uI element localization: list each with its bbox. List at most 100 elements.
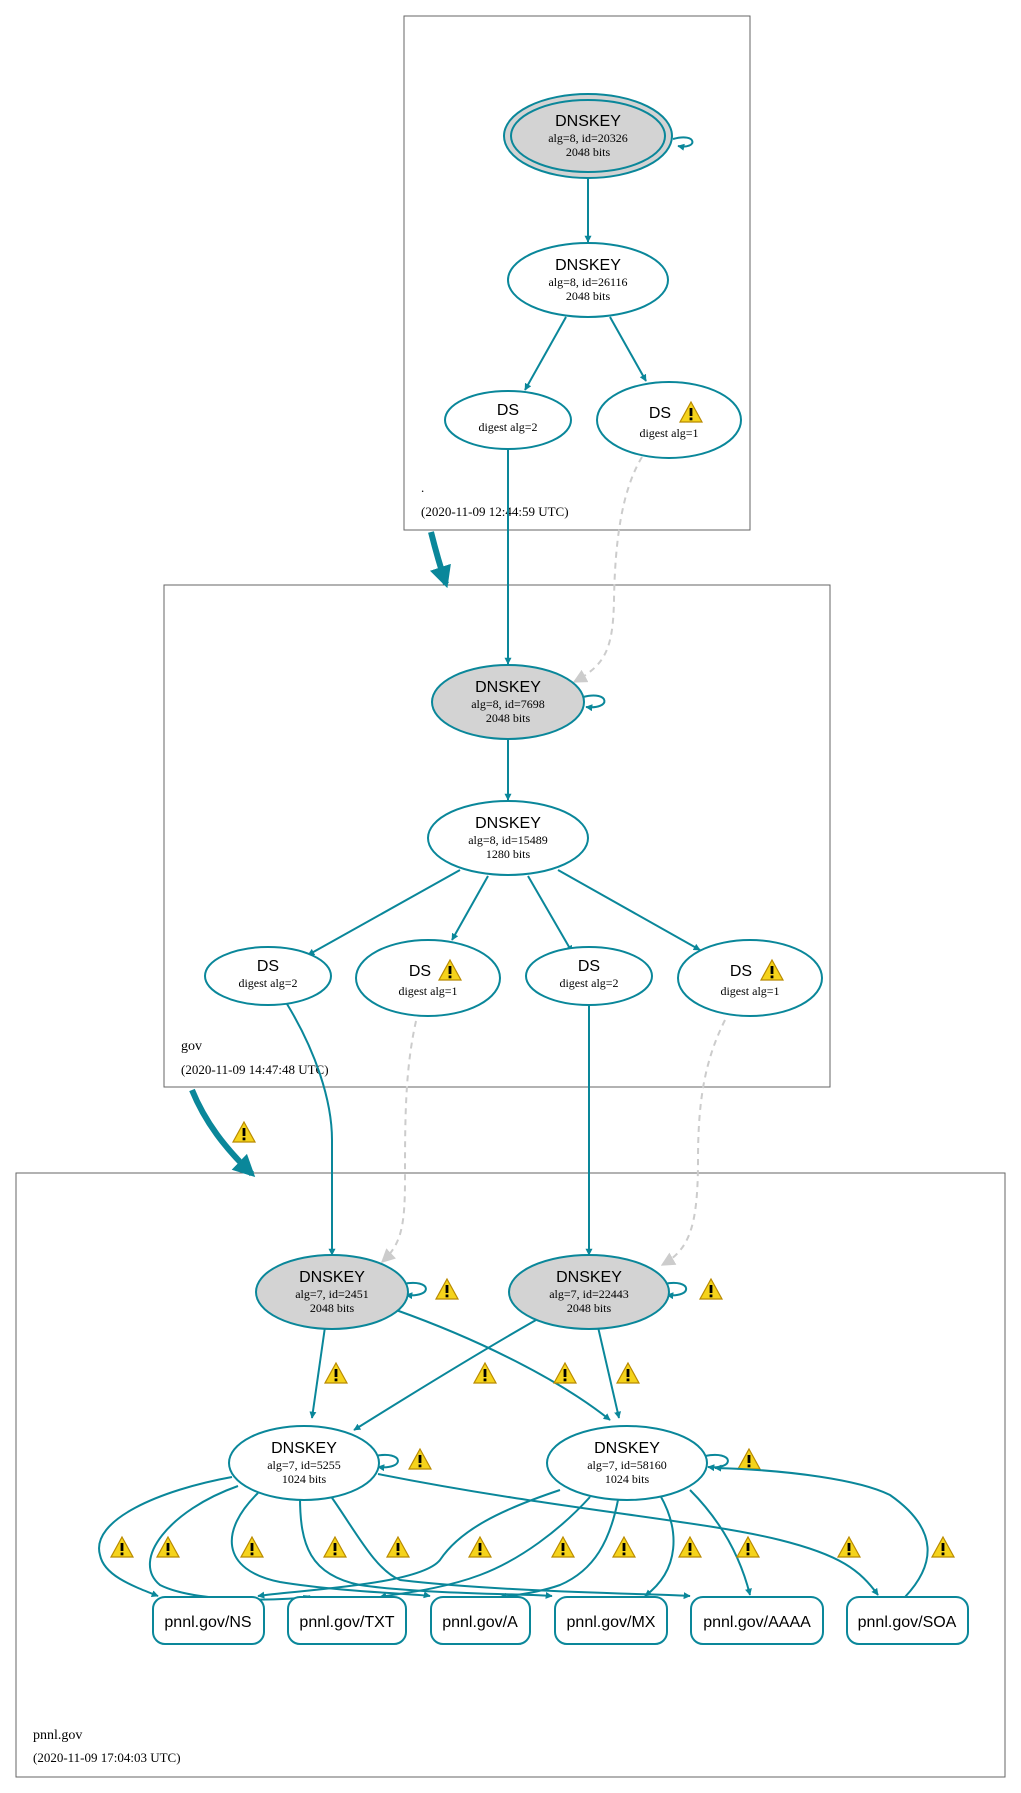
- zone-gov: gov (2020-11-09 14:47:48 UTC): [163, 584, 831, 1088]
- node-root-zsk[interactable]: DNSKEY alg=8, id=26116 2048 bits: [507, 242, 669, 318]
- edge-self-pn-ksk1: [402, 1281, 427, 1300]
- edge-gov-ds-d-pn-ksk2: [660, 1019, 726, 1266]
- warning-icon: [435, 1278, 459, 1300]
- node-gov-ds-a[interactable]: DS digest alg=2: [204, 946, 332, 1006]
- node-title: DNSKEY: [555, 257, 621, 274]
- rrset-ns[interactable]: pnnl.gov/NS: [152, 1596, 265, 1645]
- node-gov-ds-c[interactable]: DS digest alg=2: [525, 946, 653, 1006]
- rrset-label: pnnl.gov/AAAA: [703, 1614, 811, 1631]
- node-gov-ds-d[interactable]: DS digest alg=1: [677, 939, 823, 1017]
- node-title: DNSKEY: [271, 1440, 337, 1457]
- edge-gov-ds-a-pn-ksk1: [286, 1003, 336, 1256]
- warning-icon: [110, 1536, 134, 1558]
- edge-self-gov-ksk: [582, 694, 606, 712]
- node-detail: digest alg=2: [478, 420, 537, 434]
- edge-pn-ksk1-zsk2: [395, 1309, 611, 1421]
- rrset-soa[interactable]: pnnl.gov/SOA: [846, 1596, 969, 1645]
- node-pnnl-ksk-22443[interactable]: DNSKEY alg=7, id=22443 2048 bits: [508, 1254, 670, 1330]
- warning-icon: [931, 1536, 955, 1558]
- node-gov-zsk[interactable]: DNSKEY alg=8, id=15489 1280 bits: [427, 800, 589, 876]
- rrset-mx[interactable]: pnnl.gov/MX: [554, 1596, 668, 1645]
- zone-timestamp: (2020-11-09 17:04:03 UTC): [33, 1750, 181, 1765]
- node-detail: digest alg=2: [238, 976, 297, 990]
- warning-icon: [408, 1448, 432, 1470]
- warning-icon: [156, 1536, 180, 1558]
- node-detail: alg=8, id=7698: [471, 697, 545, 711]
- node-root-ds2[interactable]: DS digest alg=2: [444, 390, 572, 450]
- zone-timestamp: (2020-11-09 12:44:59 UTC): [421, 504, 569, 519]
- edge-self-pn-zsk1: [374, 1453, 399, 1472]
- edge-zsk1-ns: [98, 1476, 233, 1597]
- node-detail: 2048 bits: [486, 711, 531, 725]
- node-detail: digest alg=1: [639, 426, 698, 440]
- edge-root-zsk-ds1: [609, 316, 647, 382]
- edge-gov-zsk-ds-a: [307, 869, 461, 956]
- rrset-aaaa[interactable]: pnnl.gov/AAAA: [690, 1596, 824, 1645]
- warning-icon: [551, 1536, 575, 1558]
- node-root-ksk[interactable]: DNSKEY alg=8, id=20326 2048 bits: [503, 93, 673, 179]
- edge-root-zsk-ds2: [524, 316, 567, 391]
- node-pnnl-ksk-2451[interactable]: DNSKEY alg=7, id=2451 2048 bits: [255, 1254, 409, 1330]
- node-detail: alg=7, id=22443: [549, 1287, 629, 1301]
- rrset-label: pnnl.gov/NS: [164, 1614, 251, 1631]
- warning-icon: [612, 1536, 636, 1558]
- edge-zsk2-mx: [644, 1494, 675, 1597]
- node-detail: alg=7, id=5255: [267, 1458, 341, 1472]
- node-detail: 1024 bits: [605, 1472, 650, 1486]
- edge-zsk2-a: [499, 1499, 619, 1600]
- node-title: DS: [409, 963, 431, 980]
- rrset-a[interactable]: pnnl.gov/A: [430, 1596, 531, 1645]
- node-title: DS: [649, 405, 671, 422]
- node-title: DS: [578, 958, 600, 975]
- edge-pn-ksk2-zsk2: [597, 1326, 621, 1419]
- zone-root: . (2020-11-09 12:44:59 UTC): [403, 15, 751, 531]
- node-title: DNSKEY: [594, 1440, 660, 1457]
- node-detail: 2048 bits: [567, 1301, 612, 1315]
- edge-zsk1-txt: [148, 1485, 311, 1602]
- edge-gov-ds-b-pn-ksk1: [380, 1020, 417, 1263]
- zone-timestamp: (2020-11-09 14:47:48 UTC): [181, 1062, 329, 1077]
- node-title: DNSKEY: [475, 815, 541, 832]
- edge-gov-zsk-ds-c: [527, 875, 573, 953]
- node-detail: alg=7, id=58160: [587, 1458, 667, 1472]
- edge-self-pn-zsk2: [704, 1453, 729, 1472]
- edge-zsk2-aaaa: [689, 1489, 752, 1596]
- rrset-label: pnnl.gov/A: [442, 1614, 518, 1631]
- node-detail: 1024 bits: [282, 1472, 327, 1486]
- node-title: DS: [497, 402, 519, 419]
- node-root-ds1[interactable]: DS digest alg=1: [596, 381, 742, 459]
- node-title: DS: [730, 963, 752, 980]
- warning-icon: [468, 1536, 492, 1558]
- rrset-txt[interactable]: pnnl.gov/TXT: [287, 1596, 407, 1645]
- edge-self-root-ksk: [672, 136, 694, 151]
- warning-icon: [473, 1362, 497, 1384]
- warning-icon: [324, 1362, 348, 1384]
- node-title: DNSKEY: [299, 1269, 365, 1286]
- node-detail: alg=8, id=15489: [468, 833, 548, 847]
- warning-icon: [737, 1448, 761, 1470]
- zone-pnnl: pnnl.gov (2020-11-09 17:04:03 UTC): [15, 1172, 1006, 1778]
- node-detail: 2048 bits: [566, 145, 611, 159]
- node-gov-ksk[interactable]: DNSKEY alg=8, id=7698 2048 bits: [431, 664, 585, 740]
- node-title: DNSKEY: [555, 113, 621, 130]
- node-pnnl-zsk-58160[interactable]: DNSKEY alg=7, id=58160 1024 bits: [546, 1425, 708, 1501]
- edge-zsk2-txt: [379, 1496, 591, 1600]
- node-gov-ds-b[interactable]: DS digest alg=1: [355, 939, 501, 1017]
- warning-icon: [240, 1536, 264, 1558]
- edge-gov-zsk-ds-b: [451, 875, 489, 941]
- warning-icon: [323, 1536, 347, 1558]
- node-detail: 2048 bits: [310, 1301, 355, 1315]
- edge-pn-ksk2-zsk1: [353, 1319, 537, 1431]
- node-pnnl-zsk-5255[interactable]: DNSKEY alg=7, id=5255 1024 bits: [228, 1425, 380, 1501]
- delegation-root-gov: [428, 531, 451, 589]
- rrset-label: pnnl.gov/MX: [567, 1614, 656, 1631]
- warning-icon: [678, 1536, 702, 1558]
- edge-root-ds1-gov-ksk: [572, 456, 643, 683]
- zone-name: gov: [181, 1039, 202, 1054]
- edge-pn-ksk1-zsk1: [309, 1326, 326, 1419]
- node-detail: 2048 bits: [566, 289, 611, 303]
- warning-icon: [232, 1121, 256, 1143]
- node-title: DS: [257, 958, 279, 975]
- edge-gov-zsk-ds-d: [557, 869, 701, 951]
- delegation-gov-pnnl: [189, 1088, 256, 1178]
